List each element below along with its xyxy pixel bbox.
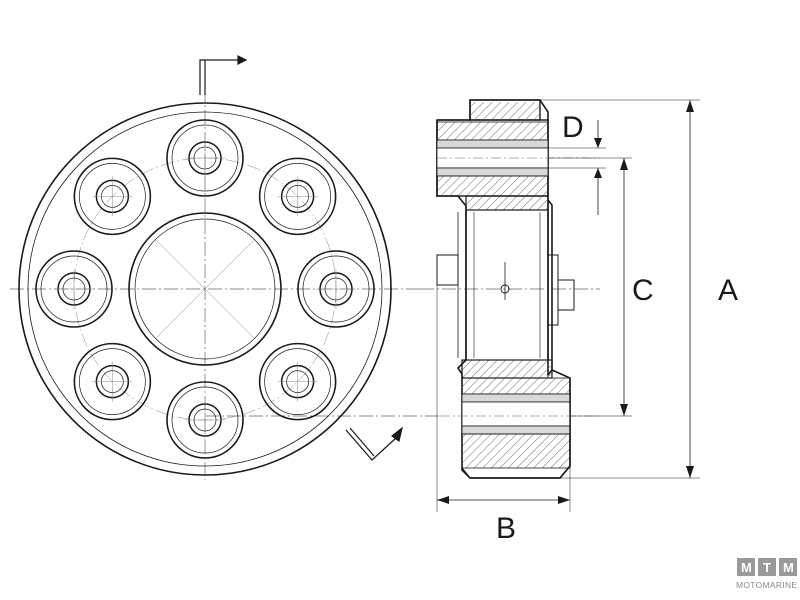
section-view [420,99,600,479]
dimension-d-label: D [562,111,584,144]
upper-flange-block [436,99,600,211]
logo-letter-2: T [763,560,771,575]
dimension-a-label: A [718,274,738,307]
bolt-hole-5 [166,381,244,459]
hub-bore-inner [134,218,276,360]
flange-outer-edge [18,102,392,476]
bolt-hole-7 [35,250,113,328]
bolt-hole-4 [258,342,337,421]
bolt-holes [35,119,375,459]
dimension-c-line [548,157,632,417]
lower-flange-block [440,359,600,479]
dimension-lines [436,99,700,512]
flange-chamfer-ring [27,111,383,467]
hub-construction-lines [154,238,256,340]
bolt-hole-2 [258,157,337,236]
central-tube [436,210,575,360]
dimension-c-label: C [632,274,654,307]
dimension-b-line [436,285,571,512]
dimension-b-label: B [496,512,516,545]
logo-letter-3: M [783,560,794,575]
dimension-d-line [548,120,606,215]
logo-letter-1: M [741,560,752,575]
bolt-hole-1 [166,119,244,197]
dimension-a-line [540,99,700,479]
bolt-hole-8 [73,157,152,236]
motomarine-logo: M T M MOTOMARINE [736,558,797,590]
front-view [10,55,440,480]
section-arrow-bottom [345,426,403,461]
bolt-hole-3 [297,250,375,328]
section-arrow-top [199,55,248,95]
bolt-hole-6 [73,342,152,421]
logo-subtitle: MOTOMARINE [736,580,797,590]
hub-bore [128,212,282,366]
